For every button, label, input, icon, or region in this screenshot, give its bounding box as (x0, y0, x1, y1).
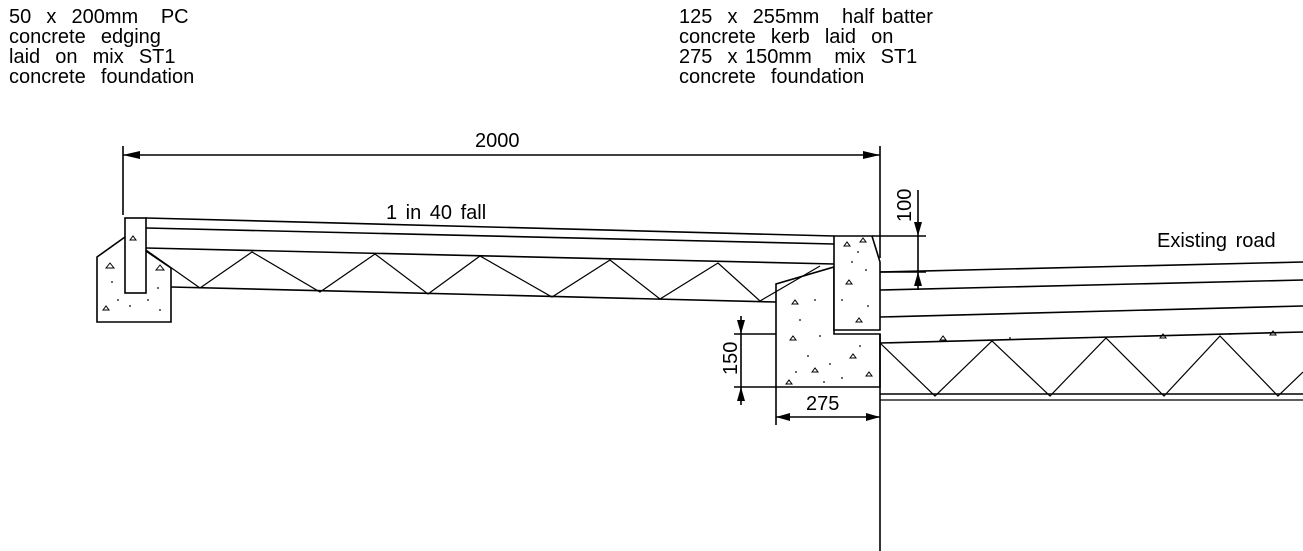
edging-note-line-1: 50 x 200mm PC (9, 6, 189, 28)
dimension-150: 150 (720, 316, 776, 405)
fall-label: 1 in 40 fall (386, 202, 486, 224)
kerb-note-line-1: 125 x 255mm half batter (679, 6, 933, 28)
edging-note-line-4: concrete foundation (9, 66, 195, 88)
kerb-specification-note: 125 x 255mm half batter concrete kerb la… (679, 7, 933, 87)
edging-note-line-2: concrete edging (9, 26, 161, 48)
dimension-275-label: 275 (806, 393, 839, 415)
kerb-note-line-4: concrete foundation (679, 66, 865, 88)
dimension-100-label: 100 (894, 189, 916, 222)
dimension-275: 275 (775, 387, 880, 425)
dimension-2000: 2000 (122, 130, 881, 258)
edging-stone (124, 217, 147, 294)
kerb-note-line-2: concrete kerb laid on (679, 26, 894, 48)
dimension-150-label: 150 (720, 342, 742, 375)
kerb-note-line-3: 275 x 150mm mix ST1 (679, 46, 918, 68)
dimension-100: 100 (872, 189, 926, 290)
existing-road-layers (879, 261, 1303, 551)
edging-specification-note: 50 x 200mm PC concrete edging laid on mi… (9, 7, 194, 87)
half-batter-kerb (833, 235, 881, 331)
existing-road-label: Existing road (1157, 230, 1276, 252)
edging-note-line-3: laid on mix ST1 (9, 46, 176, 68)
dimension-2000-label: 2000 (475, 130, 520, 152)
footway-layers (145, 217, 835, 303)
